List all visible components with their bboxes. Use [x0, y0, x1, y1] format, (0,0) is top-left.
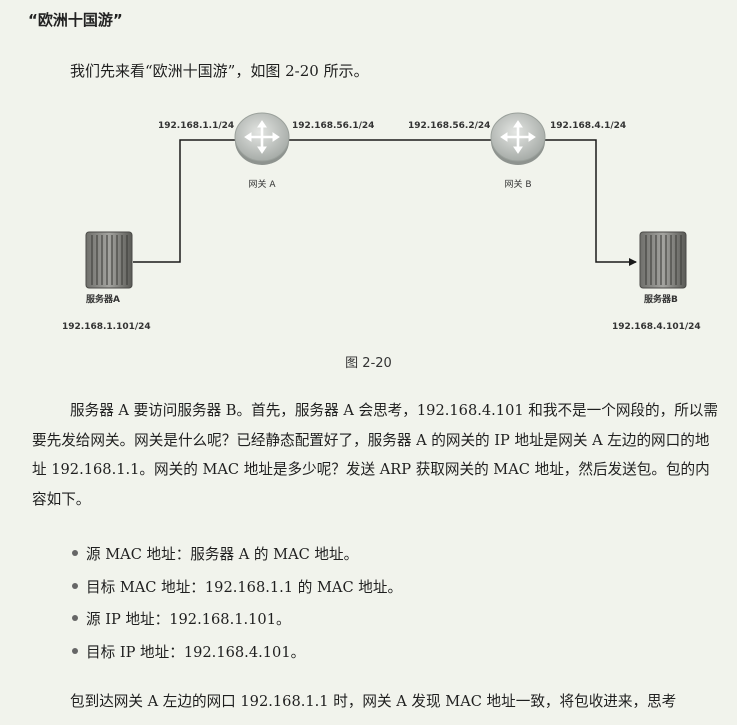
link-server-a-to-gateway-a: [133, 139, 236, 263]
gateway-a-left-port: 192.168.1.1/24: [158, 121, 234, 131]
link-gateway-b-to-server-b: [545, 139, 637, 266]
body-paragraph: 服务器 A 要访问服务器 B。首先，服务器 A 会思考，192.168.4.10…: [32, 402, 718, 508]
gateway-a-name: 网关 A: [248, 178, 276, 190]
gateway-b-right-port: 192.168.4.1/24: [550, 121, 626, 131]
server-rack-icon: [639, 231, 687, 289]
gateway-b-name: 网关 B: [504, 178, 531, 190]
server-b-name: 服务器B: [644, 293, 678, 305]
bullet-dot-icon: [72, 550, 78, 556]
router-arrows-icon: [234, 112, 290, 165]
list-item: 目标 IP 地址：192.168.4.101。: [72, 641, 402, 674]
figure-caption: 图 2-20: [345, 356, 392, 371]
list-item: 目标 MAC 地址：192.168.1.1 的 MAC 地址。: [72, 576, 402, 609]
list-item: 源 MAC 地址：服务器 A 的 MAC 地址。: [72, 543, 402, 576]
network-diagram: 网关 A 192.168.1.1/24 192.168.56.1/24 网关 B…: [62, 112, 701, 332]
packet-content-list: 源 MAC 地址：服务器 A 的 MAC 地址。 目标 MAC 地址：192.1…: [72, 543, 402, 673]
bullet-dot-icon: [72, 647, 78, 654]
gateway-a-right-port: 192.168.56.1/24: [292, 121, 374, 131]
server-a-name: 服务器A: [86, 293, 120, 305]
server-rack-icon: [85, 231, 133, 289]
intro-paragraph: 我们先来看“欧洲十国游”，如图 2-20 所示。: [70, 62, 369, 80]
server-b-ip: 192.168.4.101/24: [612, 322, 701, 332]
bullet-dot-icon: [72, 582, 78, 589]
body-paragraph-continued: 包到达网关 A 左边的网口 192.168.1.1 时，网关 A 发现 MAC …: [70, 693, 677, 710]
list-item: 源 IP 地址：192.168.1.101。: [72, 608, 402, 641]
router-arrows-icon: [490, 112, 546, 165]
server-a-ip: 192.168.1.101/24: [62, 322, 151, 332]
gateway-b-left-port: 192.168.56.2/24: [408, 121, 490, 131]
section-heading: “欧洲十国游”: [28, 11, 123, 29]
bullet-dot-icon: [72, 615, 78, 621]
